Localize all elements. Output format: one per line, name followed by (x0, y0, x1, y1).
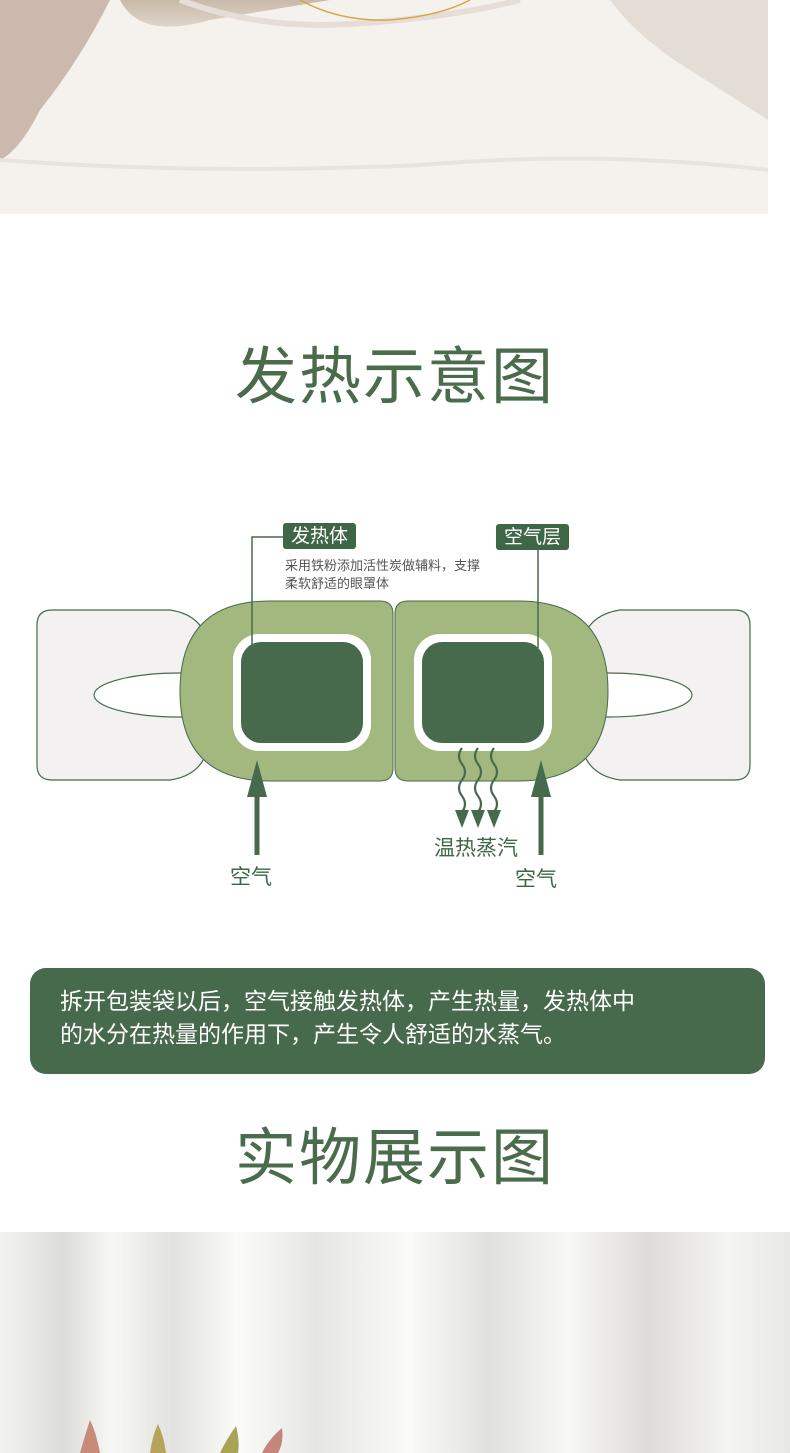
air-label-left: 空气 (230, 865, 272, 889)
right-heater-core (422, 642, 544, 743)
heater-description-line1: 采用铁粉添加活性炭做辅料，支撑 (285, 559, 481, 574)
heater-label: 发热体 (283, 523, 357, 549)
bottom-product-photo (0, 1232, 790, 1453)
steam-label: 温热蒸汽 (434, 836, 518, 860)
air-label-right: 空气 (515, 867, 557, 891)
heating-diagram: 发热体 采用铁粉添加活性炭做辅料，支撑 柔软舒适的眼罩体 空气层 温热蒸汽 空气… (0, 500, 790, 900)
air-layer-label: 空气层 (496, 524, 570, 550)
explanation-line1: 拆开包装袋以后，空气接触发热体，产生热量，发热体中 (60, 989, 635, 1015)
plant-illustration (80, 1420, 283, 1453)
air-arrow-left-icon (247, 760, 267, 797)
eye-mask-diagram (36, 536, 751, 855)
explanation-box: 拆开包装袋以后，空气接触发热体，产生热量，发热体中 的水分在热量的作用下，产生令… (30, 968, 765, 1074)
steam-arrowhead-2 (471, 810, 485, 828)
steam-arrows-icon (457, 747, 499, 813)
top-model-photo (0, 0, 768, 214)
shirt-illustration (0, 0, 768, 214)
air-arrow-right-icon (531, 760, 551, 797)
explanation-line2: 的水分在热量的作用下，产生令人舒适的水蒸气。 (60, 1022, 566, 1048)
steam-arrowhead-3 (487, 810, 501, 828)
heating-diagram-title: 发热示意图 (234, 340, 555, 413)
product-display-title: 实物展示图 (234, 1121, 555, 1194)
steam-arrowhead-1 (455, 810, 469, 828)
left-heater-core (241, 642, 363, 743)
heater-description-line2: 柔软舒适的眼罩体 (285, 577, 390, 592)
heater-leader-line (251, 536, 283, 655)
